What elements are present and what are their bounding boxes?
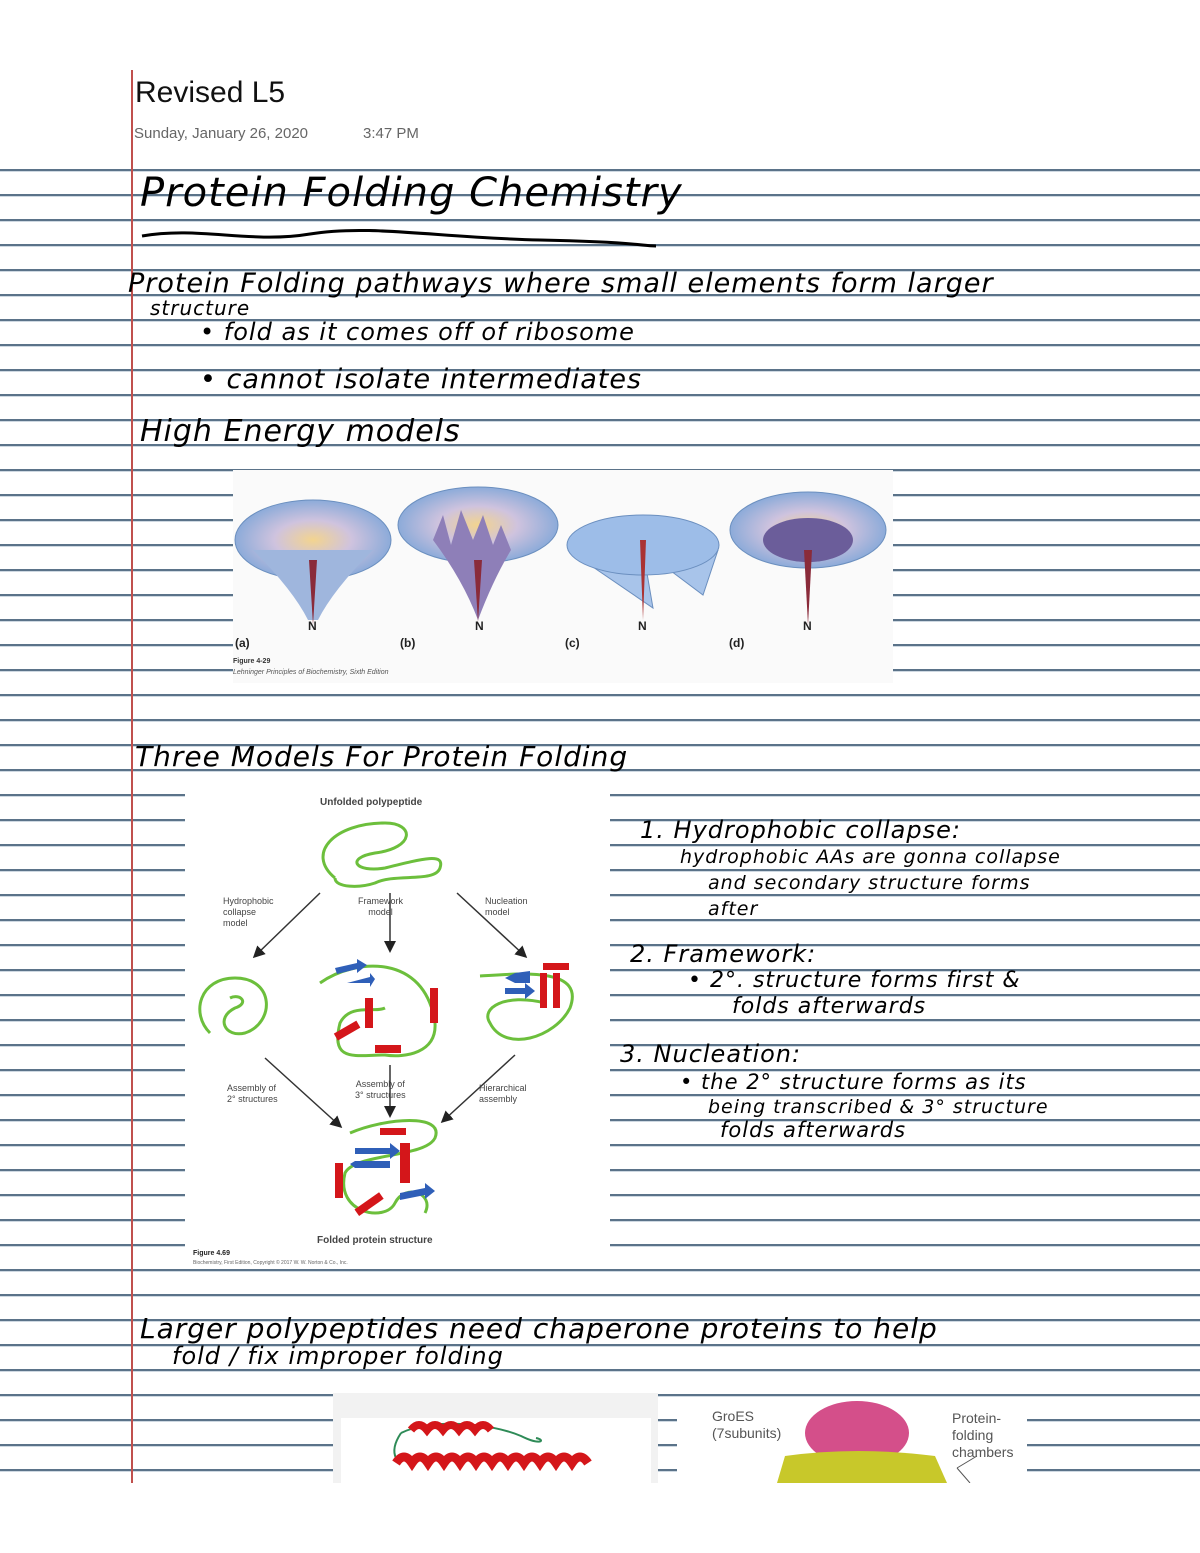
rule-line — [0, 219, 1200, 222]
energy-funnels — [234, 486, 887, 625]
rule-line — [0, 169, 1200, 172]
rule-line — [0, 394, 1200, 397]
rule-line — [0, 269, 1200, 272]
model-note: hydrophobic AAs are gonna collapse — [680, 846, 1061, 868]
groes-label: GroES(7subunits) — [712, 1408, 782, 1441]
energy-landscape-figure: N N N N (a) (b) (c) (d) Figure 4-29 Lehn… — [233, 470, 893, 683]
unfolded-label: Unfolded polypeptide — [320, 797, 423, 808]
rule-line — [0, 694, 1200, 697]
note-subheading: Three Models For Protein Folding — [135, 740, 629, 773]
margin-line — [131, 70, 133, 1483]
rule-line — [0, 319, 1200, 322]
heading-handwritten: Protein Folding Chemistry — [140, 170, 683, 216]
panel-label: (b) — [400, 636, 416, 650]
note-line: Protein Folding pathways where small ele… — [128, 268, 994, 299]
chaperone-note: Larger polypeptides need chaperone prote… — [140, 1312, 938, 1345]
model-note: and secondary structure forms — [708, 872, 1031, 894]
funnel-d — [729, 491, 887, 625]
funnel-a — [234, 499, 392, 625]
native-label: N — [475, 619, 484, 633]
rule-line — [0, 369, 1200, 372]
figure-caption: Figure 4-29 — [233, 658, 271, 665]
model-note: folds afterwards — [720, 1118, 907, 1142]
model-note: after — [708, 898, 759, 920]
model-note: • the 2° structure forms as its — [680, 1070, 1027, 1094]
rule-line — [0, 1294, 1200, 1297]
nucleation-chain — [479, 972, 574, 1041]
rule-line — [0, 344, 1200, 347]
groes-groel-structure — [777, 1401, 978, 1483]
figure-source: Biochemistry, First Edition, Copyright ©… — [193, 1260, 348, 1266]
rule-line — [0, 1269, 1200, 1272]
rule-line — [0, 719, 1200, 722]
note-bullet: • fold as it comes off of ribosome — [200, 318, 635, 346]
rule-line — [0, 744, 1200, 747]
rule-line — [0, 1319, 1200, 1322]
figure-source: Lehninger Principles of Biochemistry, Si… — [233, 669, 389, 676]
panel-label: (d) — [729, 636, 745, 650]
model-note: • 2°. structure forms first & — [688, 968, 1021, 993]
figure-caption: Figure 4.69 — [193, 1250, 230, 1257]
page-time: 3:47 PM — [363, 125, 419, 142]
funnel-b — [397, 486, 559, 622]
panel-label: (a) — [235, 636, 250, 650]
rule-line — [0, 1369, 1200, 1372]
chaperone-note: fold / fix improper folding — [172, 1342, 504, 1370]
page-date: Sunday, January 26, 2020 — [134, 125, 309, 142]
unfolded-chain — [321, 821, 443, 888]
note-subheading: High Energy models — [140, 414, 461, 449]
model-note: 2. Framework: — [630, 940, 817, 968]
rule-line — [0, 419, 1200, 422]
collapsed-chain — [198, 976, 268, 1036]
folded-label: Folded protein structure — [317, 1235, 433, 1246]
native-label: N — [638, 619, 647, 633]
panel-label: (c) — [565, 636, 580, 650]
note-bullet: • cannot isolate intermediates — [200, 364, 643, 395]
page-title[interactable]: Revised L5 — [135, 76, 286, 109]
heading-underline — [141, 228, 657, 248]
model-note: being transcribed & 3° structure — [708, 1096, 1049, 1118]
folding-models-diagram — [198, 821, 574, 1217]
rule-line — [0, 1344, 1200, 1347]
rule-line — [0, 194, 1200, 197]
framework-chain — [319, 964, 437, 1058]
model-note: folds afterwards — [732, 994, 927, 1019]
native-label: N — [803, 619, 812, 633]
rule-line — [0, 769, 1200, 772]
funnel-c — [566, 514, 720, 620]
rule-line — [0, 294, 1200, 297]
rule-line — [0, 444, 1200, 447]
model-note: 3. Nucleation: — [620, 1040, 802, 1068]
rule-line — [0, 244, 1200, 247]
model-note: 1. Hydrophobic collapse: — [640, 816, 961, 844]
native-label: N — [308, 619, 317, 633]
note-line: structure — [150, 296, 251, 320]
helix-ribbon — [392, 1421, 592, 1472]
chaperone-helix-figure — [333, 1393, 658, 1483]
